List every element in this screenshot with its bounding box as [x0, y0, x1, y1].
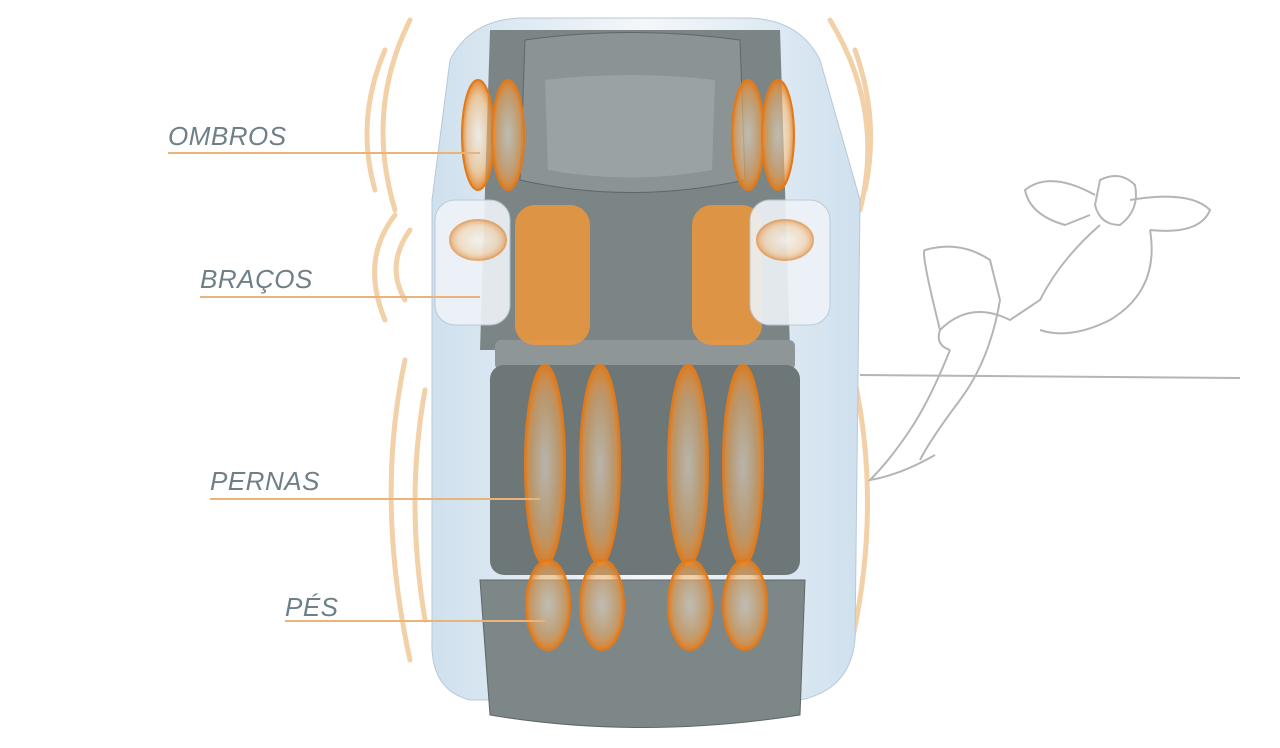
leg-rest — [490, 365, 800, 575]
leader-line-shoulders — [168, 152, 480, 154]
leader-line-legs — [210, 498, 540, 500]
leader-line-arms — [200, 296, 480, 298]
armrest-right — [749, 199, 831, 326]
label-shoulders: OMBROS — [168, 121, 287, 151]
label-legs: PERNAS — [210, 466, 320, 496]
upper-pad — [545, 75, 715, 178]
heat-panel-left — [515, 205, 590, 345]
armrest-left — [434, 199, 511, 326]
label-arms: BRAÇOS — [200, 264, 313, 294]
leader-line-feet — [285, 620, 545, 622]
seat — [495, 340, 795, 370]
reclining-person-outline — [859, 175, 1241, 482]
airbags — [449, 79, 814, 651]
heat-panel-right — [692, 205, 762, 345]
label-feet: PÉS — [285, 592, 339, 622]
